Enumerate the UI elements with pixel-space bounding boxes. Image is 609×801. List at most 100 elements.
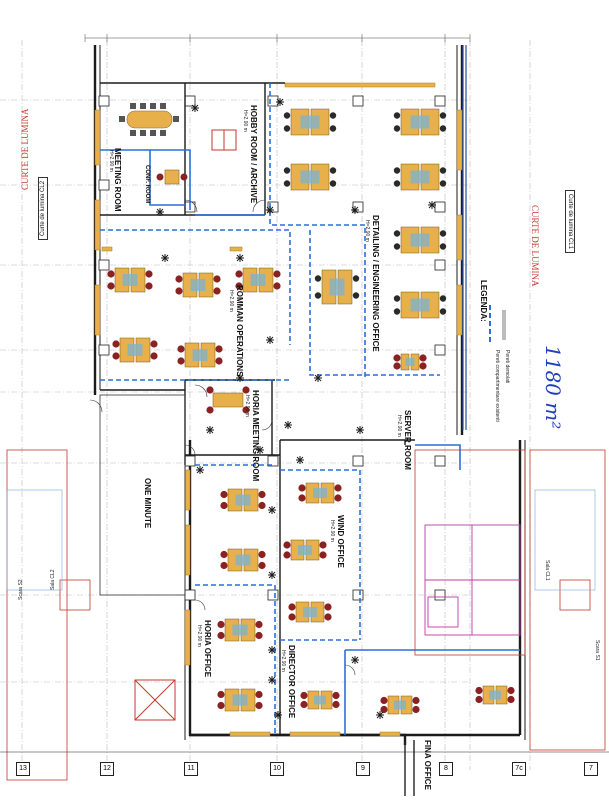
chair [393, 125, 401, 132]
desk-divider [410, 115, 430, 129]
conf-chairs [156, 173, 188, 181]
chair [475, 695, 483, 704]
grid-axis-12: 12 [100, 762, 114, 776]
chair [283, 180, 291, 187]
chair [334, 484, 342, 492]
chair [329, 167, 337, 174]
chair [412, 705, 420, 714]
restroom-block [424, 524, 521, 636]
grid-axis-9: 9 [356, 762, 370, 776]
grid-lines [0, 40, 531, 770]
chair [380, 696, 388, 705]
chair [235, 282, 243, 290]
room-horia-meeting-code: H=2.90 m [244, 395, 250, 417]
desk-divider [190, 279, 206, 291]
chair [145, 270, 153, 278]
desk-divider [405, 358, 415, 366]
chair [393, 230, 401, 237]
chair [258, 550, 266, 559]
chair [217, 631, 225, 640]
desk-divider [232, 694, 248, 706]
room-server-label: SERVER ROOM [403, 410, 412, 470]
curte-left-box: Curte de lumina CL2 [38, 176, 48, 240]
chair [235, 270, 243, 278]
room-horia-code: H=2.90 m [196, 625, 202, 647]
chair [419, 362, 427, 370]
scara-s1-label: Scara S1 [594, 640, 600, 661]
desk-divider [410, 233, 430, 247]
chair [283, 541, 291, 549]
chair [314, 275, 322, 282]
one-minute-room [99, 394, 186, 596]
handwritten-area: 1180 m² [541, 345, 565, 430]
sala-cl1-label: Sala CL1 [544, 560, 550, 581]
chair [298, 494, 306, 502]
chair [206, 386, 214, 394]
desk-divider [410, 298, 430, 312]
desk-divider [127, 344, 143, 356]
chair [206, 406, 214, 414]
room-horia-meeting-label: HORIA MEETING ROOM [251, 390, 260, 482]
meeting-table [126, 110, 173, 129]
room-hobby-label: HOBBY ROOM / ARCHIVE [249, 105, 258, 204]
room-director-label: DIRECTOR OFFICE [287, 645, 296, 719]
chair [352, 275, 360, 282]
chair [334, 494, 342, 502]
chair [300, 691, 308, 700]
desk-divider [235, 494, 251, 506]
conf-table [164, 169, 180, 185]
grid-axis-10: 10 [270, 762, 284, 776]
chair [283, 112, 291, 119]
desk-divider [394, 700, 406, 710]
desk-divider [250, 274, 266, 286]
chair [332, 691, 340, 700]
chair [507, 686, 515, 695]
room-detailing-label: DETAILING / ENGINEERING OFFICE [371, 215, 380, 352]
chair [213, 275, 221, 283]
desk-divider [232, 624, 248, 636]
chair [112, 340, 120, 348]
desk-divider [410, 170, 430, 184]
desk-divider [300, 170, 320, 184]
chair [258, 490, 266, 499]
chair [217, 701, 225, 710]
desk-clusters [114, 108, 508, 715]
hobby-table [211, 129, 237, 151]
chair [352, 292, 360, 299]
chair [329, 112, 337, 119]
dimension-line-top [84, 34, 471, 42]
desk-divider [235, 554, 251, 566]
stair-right [534, 489, 596, 591]
chair [220, 490, 228, 499]
room-director-code: H=2.90 m [280, 650, 286, 672]
chair [439, 230, 447, 237]
chair [319, 551, 327, 559]
curte-left-label: CURTE DE LUMINA [20, 108, 30, 190]
red-hatch-walls [6, 449, 606, 781]
lift-shaft-cross [134, 679, 176, 721]
legend-graphic [489, 305, 506, 345]
chair [393, 295, 401, 302]
blue-partitions-dashed [100, 83, 440, 735]
chair [393, 243, 401, 250]
sala-cl2-label: Sala CL2 [50, 569, 56, 590]
meeting-chairs [119, 103, 179, 136]
legend-item-1: Pereti compartimentare existenti [494, 350, 500, 422]
chair [439, 112, 447, 119]
right-facade-lines [462, 45, 467, 430]
chair [150, 352, 158, 360]
desk-divider [300, 115, 320, 129]
room-conf-label: CONF. ROOM [144, 165, 150, 204]
legend-title: LEGENDA: [479, 280, 488, 322]
room-server-code: H=2.90 m [396, 415, 402, 437]
chair [273, 282, 281, 290]
chair [255, 631, 263, 640]
sprinkler-markers [156, 98, 436, 719]
room-hobby-code: H=2.90 m [242, 110, 248, 132]
chair [220, 561, 228, 570]
chair [258, 561, 266, 570]
room-one-minute-label: ONE MINUTE [143, 478, 152, 529]
room-romman-code: H=2.90 m [228, 290, 234, 312]
